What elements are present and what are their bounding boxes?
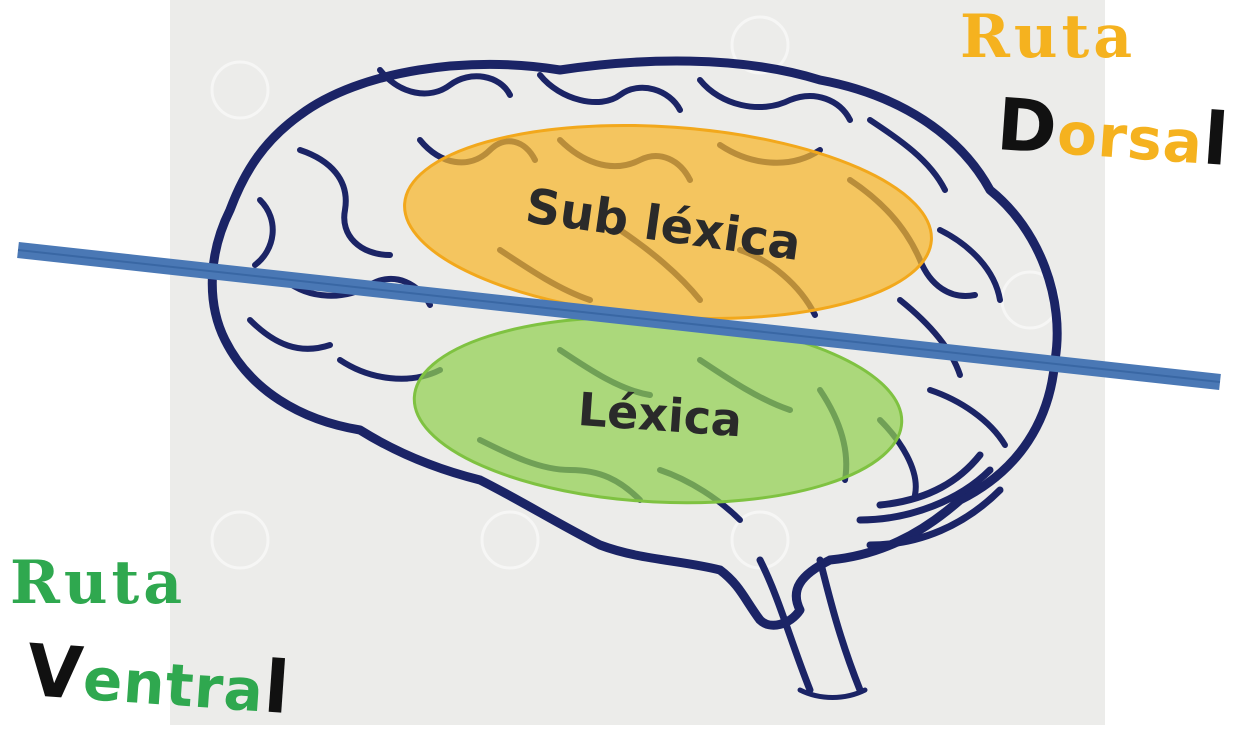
- ventral-initial: V: [24, 628, 86, 716]
- dorsal-initial: D: [994, 82, 1060, 170]
- dorsal-route-name: Dorsal: [994, 82, 1232, 182]
- dorsal-middle: orsa: [1055, 99, 1206, 177]
- lexica-label: Léxica: [576, 382, 744, 447]
- ventral-route-ruta: Ruta: [10, 548, 186, 618]
- ventral-middle: entra: [81, 645, 266, 725]
- dorsal-route-ruta: Ruta: [960, 2, 1136, 72]
